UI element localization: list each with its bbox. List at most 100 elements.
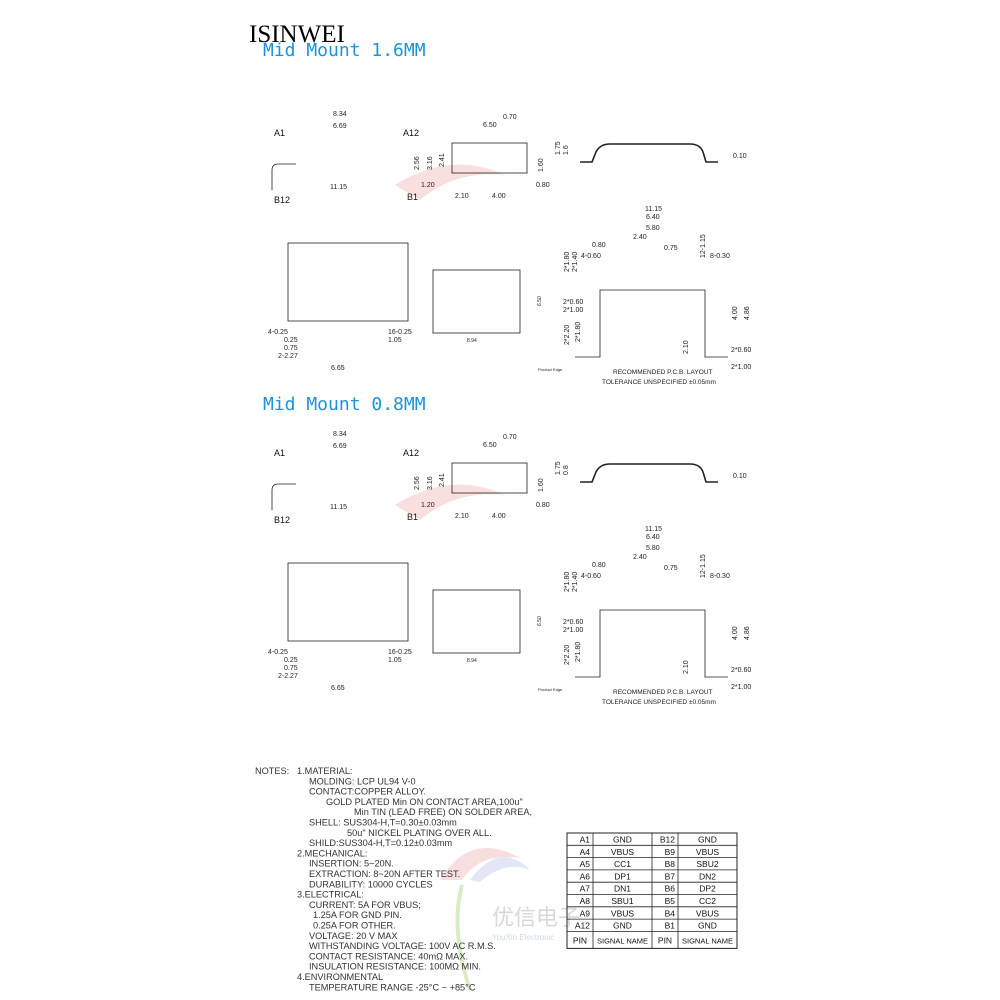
note-line: 4.ENVIRONMENTAL [297, 972, 383, 982]
dim-1-05: 1.05 [388, 657, 402, 664]
dim-mount-height: 0.8 [563, 465, 570, 475]
pin-cell: A7 [580, 884, 591, 894]
pcb-dim-2x0-60-right: 2*0.60 [731, 667, 751, 674]
dim-4-00: 4.00 [492, 193, 506, 200]
pcb-dim-2x1-00: 2*1.00 [563, 307, 583, 314]
signal-cell: DP1 [614, 871, 631, 881]
pcb-layout-title: RECOMMENDED P.C.B. LAYOUT [613, 369, 712, 376]
front-view-drawing [271, 483, 296, 510]
pin-cell: B6 [665, 884, 676, 894]
pcb-dim-2-40: 2.40 [633, 554, 647, 561]
notes-block: NOTES: 1.MATERIAL:MOLDING: LCP UL94 V-0C… [255, 766, 532, 992]
dim-0-25: 0.25 [284, 657, 298, 664]
dim-2-2-27: 2-2.27 [278, 353, 298, 360]
dim-8-34: 8.34 [333, 111, 347, 118]
dim-6-69: 6.69 [333, 123, 347, 130]
brand-logo-text: ISINWEI [249, 21, 345, 48]
rear-view-drawing [432, 589, 521, 654]
pcb-dim-4-86: 4.86 [744, 626, 751, 640]
pcb-dim-8-0-30: 8-0.30 [710, 253, 730, 260]
pin-label-a12: A12 [403, 448, 419, 458]
note-line: 50u" NICKEL PLATING OVER ALL. [347, 828, 492, 838]
dim-0-80: 0.80 [536, 182, 550, 189]
pcb-dim-2x1-40: 2*1.40 [572, 572, 579, 592]
note-line: CONTACT:COPPER ALLOY. [309, 787, 426, 797]
watermark-cn: 优信电子 [492, 906, 580, 931]
pcb-dim-5-80: 5.80 [646, 225, 660, 232]
signal-cell: GND [613, 835, 632, 845]
signal-cell: DN2 [699, 871, 716, 881]
pcb-dim-6-40: 6.40 [646, 534, 660, 541]
dim-1-75: 1.75 [555, 461, 562, 475]
note-line: 2.MECHANICAL: [297, 848, 367, 858]
pin-cell: A1 [580, 835, 591, 845]
section-mid-mount-0-8: Mid Mount 0.8MM 优信电子 YouXin Electronic 8… [263, 394, 751, 706]
pcb-dim-12-1-15: 12-1.15 [700, 234, 707, 258]
note-line: INSERTION: 5~20N. [309, 859, 394, 869]
dim-4-0-25: 4-0.25 [268, 329, 288, 336]
note-line: Min TIN (LEAD FREE) ON SOLDER AREA, [354, 807, 532, 817]
signal-cell: VBUS [696, 847, 719, 857]
section-mid-mount-1-6: Mid Mount 1.6MM 优信电子 YouXin Electronic 8… [263, 40, 751, 386]
pcb-dim-11-15: 11.15 [645, 526, 662, 533]
dim-rear-6-50: 6.50 [537, 616, 543, 626]
watermark-en: YouXin Electronic [492, 933, 554, 942]
table-header-cell: SIGNAL NAME [682, 936, 733, 945]
dim-3-16: 3.16 [427, 476, 434, 490]
signal-cell: VBUS [611, 908, 634, 918]
end-view-drawing [580, 143, 718, 163]
dim-2-2-27: 2-2.27 [278, 673, 298, 680]
pcb-dim-2x1-00-right: 2*1.00 [731, 684, 751, 691]
dim-2-41: 2.41 [439, 153, 446, 167]
rear-view-drawing [432, 269, 521, 334]
product-edge-label: Product Edge [538, 687, 563, 692]
dim-mount-height: 1.6 [563, 145, 570, 155]
dim-0-80: 0.80 [536, 502, 550, 509]
pin-cell: B12 [660, 835, 675, 845]
signal-cell: CC1 [614, 859, 631, 869]
end-view-drawing [580, 463, 718, 483]
dim-16-0-25: 16-0.25 [388, 329, 412, 336]
pcb-dim-2x0-60-right: 2*0.60 [731, 347, 751, 354]
front-view-drawing [271, 163, 296, 190]
pcb-dim-4-0-60: 4-0.60 [581, 253, 601, 260]
dim-0-75: 0.75 [284, 665, 298, 672]
note-line: 1.25A FOR GND PIN. [313, 910, 402, 920]
pin-cell: B8 [665, 859, 676, 869]
pin-label-b1: B1 [407, 512, 418, 522]
dim-1-05: 1.05 [388, 337, 402, 344]
dim-4-00: 4.00 [492, 513, 506, 520]
pin-cell: B9 [665, 847, 676, 857]
pcb-dim-2-10: 2.10 [683, 660, 690, 674]
pcb-dim-2x0-60: 2*0.60 [563, 619, 583, 626]
dim-1-60: 1.60 [538, 158, 545, 172]
pin-label-a1: A1 [274, 448, 285, 458]
pcb-dim-2x2-20: 2*2.20 [564, 325, 571, 345]
tolerance-note: TOLERANCE UNSPECIFIED ±0.05mm [602, 379, 716, 386]
dim-6-65: 6.65 [331, 685, 345, 692]
pcb-dim-0-75: 0.75 [664, 245, 678, 252]
dim-4-0-25: 4-0.25 [268, 649, 288, 656]
pcb-dim-2x1-80: 2*1.80 [564, 572, 571, 592]
signal-cell: VBUS [696, 908, 719, 918]
signal-cell: SBU2 [696, 859, 718, 869]
note-line: 3.ELECTRICAL: [297, 890, 364, 900]
dim-3-16: 3.16 [427, 156, 434, 170]
dim-16-0-25: 16-0.25 [388, 649, 412, 656]
pcb-dim-11-15: 11.15 [645, 206, 662, 213]
section-title: Mid Mount 0.8MM [263, 394, 426, 415]
table-header-cell: SIGNAL NAME [597, 936, 648, 945]
note-line: VOLTAGE: 20 V MAX [309, 931, 398, 941]
pin-cell: A4 [580, 847, 591, 857]
pin-label-a12: A12 [403, 128, 419, 138]
pcb-dim-0-80: 0.80 [592, 242, 606, 249]
note-line: TEMPERATURE RANGE -25°C ~ +85°C [309, 982, 476, 992]
pin-label-b1: B1 [407, 192, 418, 202]
pin-cell: A12 [575, 921, 590, 931]
pcb-dim-4-86: 4.86 [744, 306, 751, 320]
dim-8-34: 8.34 [333, 431, 347, 438]
dim-6-65: 6.65 [331, 365, 345, 372]
side-view-drawing [451, 462, 528, 494]
pin-cell: A9 [580, 908, 591, 918]
